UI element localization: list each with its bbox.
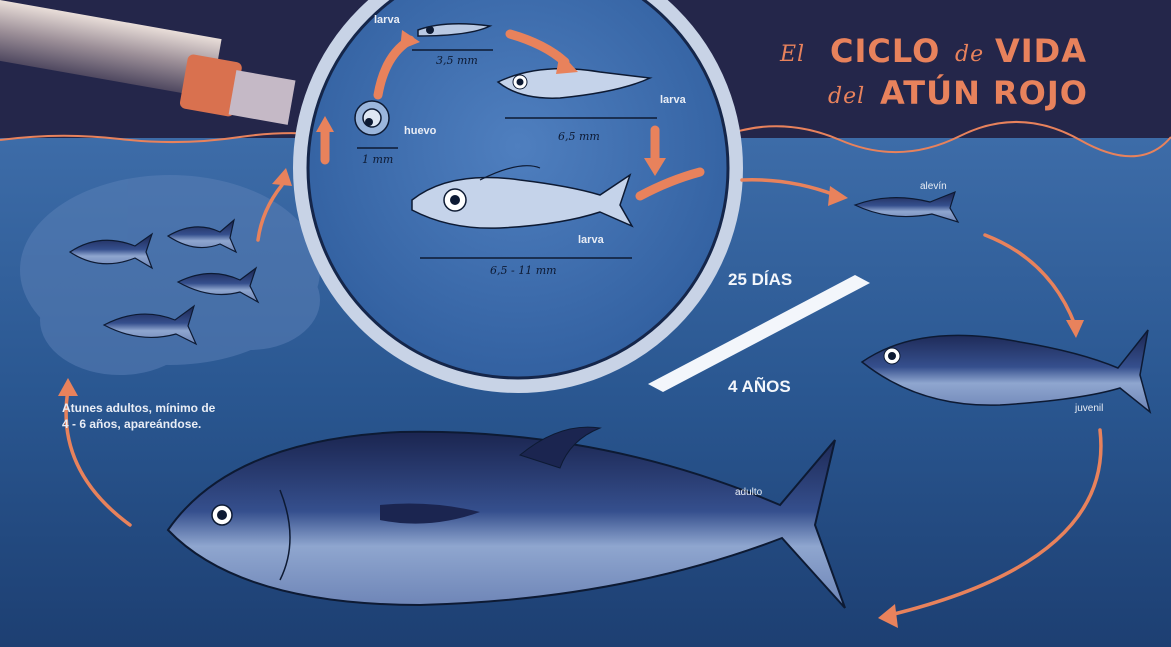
period-days: 25 DÍAS [728, 270, 792, 290]
title-word-de: de [955, 42, 984, 67]
egg-drawing [355, 101, 389, 135]
title-atun-rojo: ATÚN ROJO [880, 74, 1088, 112]
larva-2-size: 6,5 mm [558, 130, 600, 143]
egg-label: huevo [404, 125, 436, 137]
title-word-del: del [828, 84, 865, 109]
egg-size: 1 mm [362, 153, 393, 166]
title-word-el: El [780, 42, 805, 67]
alevin-label: alevín [920, 181, 947, 192]
larva-3-label: larva [578, 234, 604, 246]
spawning-note: Atunes adultos, mínimo de 4 - 6 años, ap… [62, 400, 215, 432]
title-word-ciclo: CICLO [830, 32, 940, 70]
title-word-vida: VIDA [995, 32, 1087, 70]
larva-3-size: 6,5 - 11 mm [490, 264, 557, 277]
spawning-cloud [20, 175, 320, 375]
larva-1-label: larva [374, 14, 400, 26]
spawning-note-line-2: 4 - 6 años, apareándose. [62, 416, 215, 432]
spawning-note-line-1: Atunes adultos, mínimo de [62, 400, 215, 416]
larva-1-size: 3,5 mm [436, 54, 478, 67]
adult-label: adulto [735, 487, 762, 498]
juvenile-label: juvenil [1075, 403, 1103, 414]
period-years: 4 AÑOS [728, 377, 791, 397]
larva-2-label: larva [660, 94, 686, 106]
